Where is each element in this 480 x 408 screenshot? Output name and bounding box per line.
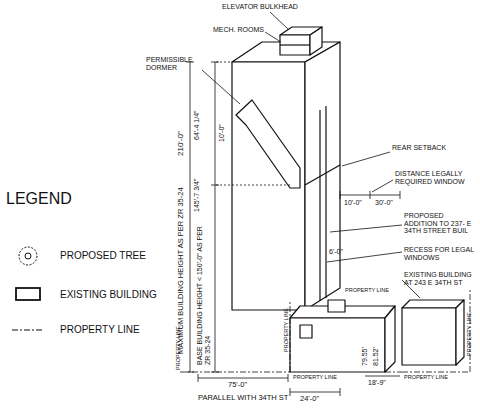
dimension-label: 6'-0" <box>329 248 351 256</box>
dimension-label: 145'-7 3/4" <box>193 162 201 212</box>
property-lines <box>180 290 470 372</box>
dimension-label: MECH. ROOMS <box>213 26 273 34</box>
leader-lines <box>202 12 420 298</box>
dimension-label: PARALLEL WITH 34TH ST <box>198 394 308 402</box>
existing-front <box>402 308 456 365</box>
podium-front <box>290 318 385 372</box>
dimension-tick <box>198 374 199 382</box>
dimension-line <box>198 378 288 379</box>
podium-side <box>385 306 395 372</box>
dimension-label: PROPOSED ADDITION TO 237- E 34TH STREET … <box>404 212 476 235</box>
dimension-line <box>215 62 216 372</box>
property-line-label: PROPERTY LINE <box>466 306 472 356</box>
existing-top <box>402 300 464 308</box>
mech-room-line <box>280 44 310 45</box>
roof-cube <box>300 325 312 338</box>
dimension-tick <box>290 388 291 396</box>
dimension-label: 10'-0" <box>344 199 370 207</box>
legend-entry: PROPOSED TREE <box>60 250 146 261</box>
tree-symbol <box>25 253 31 259</box>
dimension-tick <box>400 191 401 199</box>
tree-symbol <box>19 247 37 265</box>
tower-front <box>232 62 305 310</box>
legend-entry: EXISTING BUILDING <box>60 289 157 300</box>
dimension-label: REAR SETBACK <box>392 144 472 152</box>
property-line-label: PROPERTY LINE <box>345 287 395 293</box>
dimension-label: 24'-0" <box>300 395 334 403</box>
dimension-label: DISTANCE LEGALLY REQUIRED WINDOW <box>395 170 473 185</box>
dimension-label: 210'-0" <box>177 120 186 156</box>
dimension-label: ELEVATOR BULKHEAD <box>222 3 332 11</box>
building-symbol <box>16 288 40 300</box>
extension-line <box>216 185 290 186</box>
dimension-label: 64'-4 1/4" <box>193 92 201 140</box>
dimension-label: 79.55' <box>361 332 369 366</box>
existing-side <box>456 300 464 365</box>
dimension-label: 30'-0" <box>375 199 401 207</box>
bulkhead-front <box>280 35 310 55</box>
property-line-symbol <box>12 330 44 331</box>
dimension-tick <box>340 191 341 199</box>
extension-line <box>216 62 232 63</box>
dimension-tick <box>288 374 289 382</box>
dimension-label: RECESS FOR LEGAL WINDOWS <box>404 246 476 261</box>
property-line-label: PROPERTY LINE <box>404 374 454 380</box>
legend-heading: LEGEND <box>6 190 96 208</box>
dimension-label: PERMISSIBLE DORMER <box>146 56 204 71</box>
dimension-line <box>365 376 400 377</box>
dimension-label: EXISTING BUILDING AT 243 E 34TH ST <box>404 271 476 286</box>
dimension-label: 10'-0" <box>218 116 226 142</box>
bulkhead-side <box>310 27 322 55</box>
dormer <box>236 100 300 188</box>
dimension-label: 81.52' <box>372 332 380 366</box>
setback-line <box>305 165 340 185</box>
recess-line <box>325 106 326 298</box>
property-line-label: PROPERTY LINE <box>175 320 181 370</box>
legend-symbols <box>12 247 44 330</box>
dimension-label: BASE BUILDING HEIGHT < 150'-0" AS PER ZR… <box>196 220 211 365</box>
property-line-label: PROPERTY LINE <box>283 302 289 352</box>
recess-line <box>319 110 320 301</box>
dimension-tick <box>340 388 341 396</box>
dimension-label: MAXIMUM BUILDING HEIGHT AS PER ZR 35-24 <box>177 162 185 354</box>
property-line-label: PROPERTY LINE <box>293 374 343 380</box>
tower-side <box>305 42 340 310</box>
dimension-tick <box>370 191 371 199</box>
dimension-label: 18'-9" <box>368 379 398 387</box>
dimension-label: 75'-0" <box>228 381 262 389</box>
dimension-line <box>190 62 191 372</box>
dimension-line <box>290 392 340 393</box>
roof-block <box>328 300 345 312</box>
legend-entry: PROPERTY LINE <box>60 324 140 335</box>
